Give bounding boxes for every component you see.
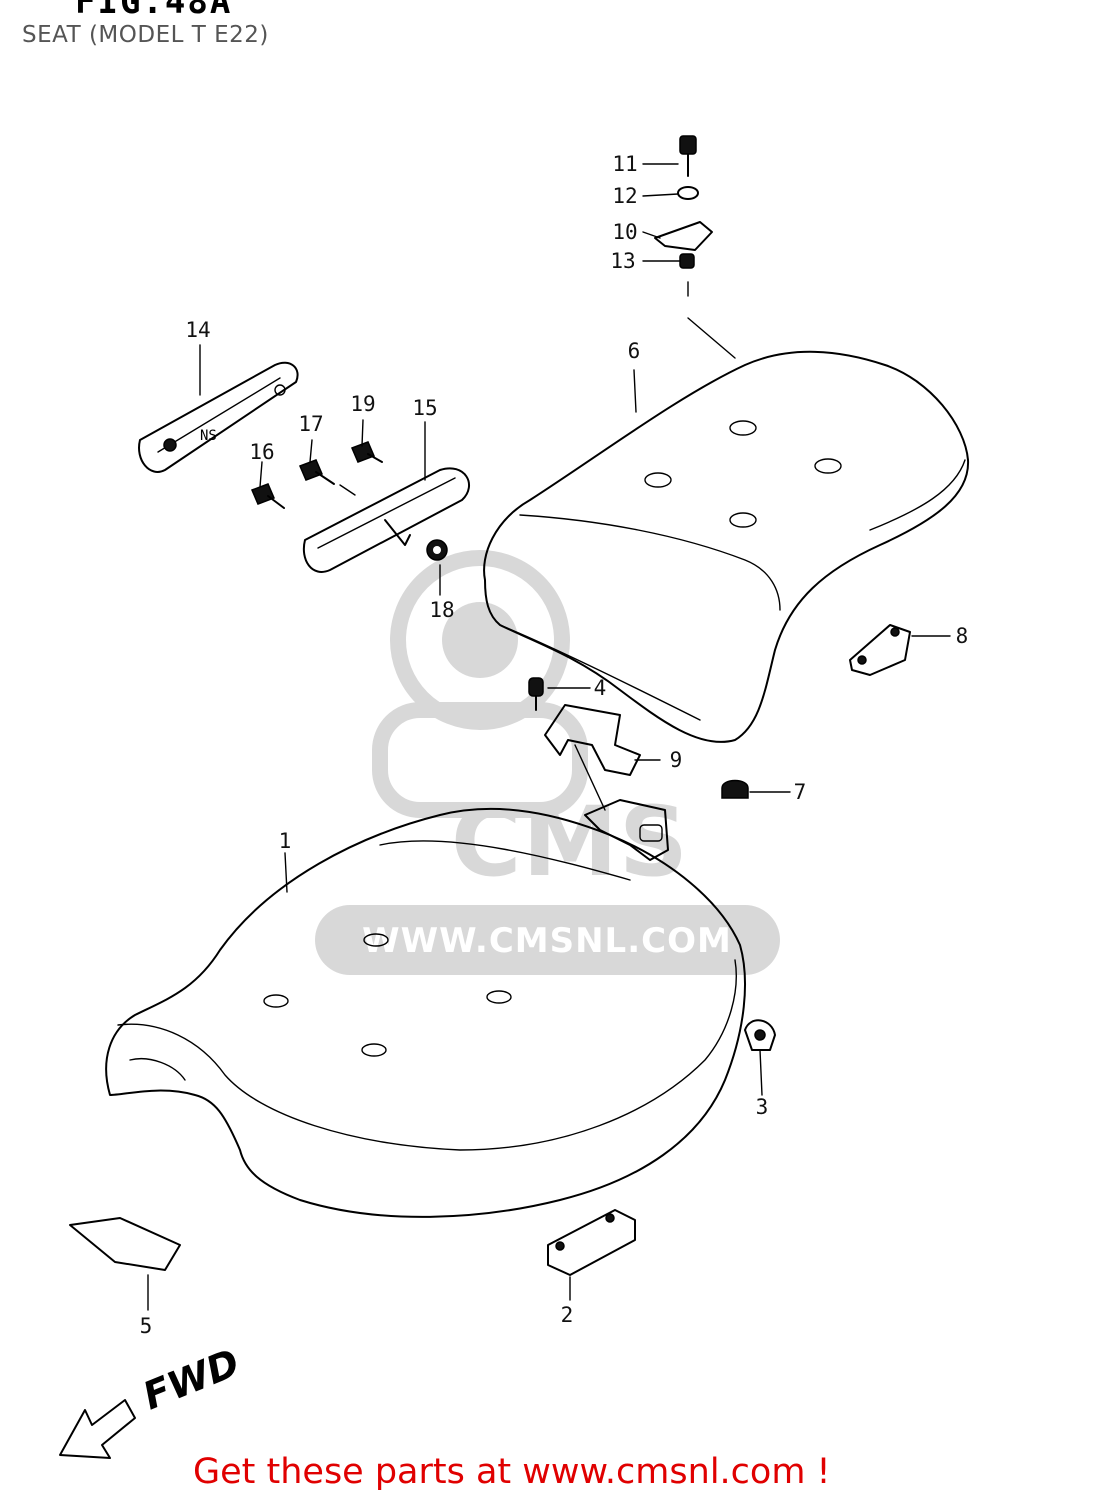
- callout-3: 3: [756, 1095, 769, 1119]
- forward-label: FWD: [137, 1340, 246, 1418]
- rear-seat-part-6: [483, 350, 970, 743]
- rubber-block-part-2: [547, 1209, 636, 1276]
- callout-5: 5: [140, 1314, 153, 1338]
- plate-part-10: [654, 221, 713, 251]
- callout-4: 4: [594, 676, 607, 700]
- callout-2: 2: [561, 1303, 574, 1327]
- svg-text:NS: NS: [200, 428, 217, 444]
- watermark-face-icon: [442, 602, 518, 678]
- bracket-part-15: [302, 467, 470, 573]
- screw-part-4: [528, 677, 544, 711]
- figure-title: FIG.48A: [75, 0, 233, 22]
- collar-part-13: [679, 253, 695, 269]
- callout-6: 6: [628, 339, 641, 363]
- bolt-part-16: [251, 483, 285, 509]
- callout-13: 13: [610, 249, 635, 273]
- bracket-part-9: [544, 704, 641, 776]
- callout-1: 1: [279, 829, 292, 853]
- grab-rail-part-14: NS: [138, 361, 299, 473]
- watermark-helmet-icon: [390, 550, 570, 730]
- watermark-logo-text: CMS: [451, 786, 689, 898]
- callout-10: 10: [612, 220, 637, 244]
- callout-labels: 1 2 3 4 5 6 7 8 9 10 11 12 13 14 15 16 1…: [140, 152, 969, 1338]
- callout-16: 16: [249, 440, 274, 464]
- callout-11: 11: [612, 152, 637, 176]
- leader-lines: [147, 163, 951, 1311]
- bracket-part-8: [849, 624, 911, 676]
- callout-18: 18: [429, 598, 454, 622]
- figure-subtitle: SEAT (MODEL T E22): [22, 22, 269, 48]
- callout-9: 9: [670, 748, 683, 772]
- front-seat-part-1: [105, 799, 746, 1218]
- bolt-part-11: [679, 135, 697, 177]
- callout-7: 7: [794, 780, 807, 804]
- nut-part-18: [426, 539, 448, 561]
- watermark-banner: [315, 905, 780, 975]
- bolt-part-19: [351, 441, 383, 463]
- watermark: CMS WWW.CMSNL.COM: [315, 550, 780, 975]
- plate-part-5: [69, 1217, 181, 1271]
- callout-14: 14: [185, 318, 210, 342]
- callout-15: 15: [412, 396, 437, 420]
- cap-nut-part-7: [721, 779, 749, 799]
- callout-17: 17: [298, 412, 323, 436]
- callout-19: 19: [350, 392, 375, 416]
- callout-12: 12: [612, 184, 637, 208]
- watermark-url: WWW.CMSNL.COM: [362, 921, 732, 961]
- forward-direction-indicator: FWD: [59, 1340, 246, 1459]
- washer-part-12: [677, 186, 699, 200]
- callout-8: 8: [956, 624, 969, 648]
- footer-cta-link[interactable]: Get these parts at www.cmsnl.com !: [193, 1452, 831, 1492]
- forward-arrow-icon: [59, 1399, 136, 1459]
- bolt-part-17: [299, 459, 335, 485]
- cushion-part-3: [744, 1019, 776, 1051]
